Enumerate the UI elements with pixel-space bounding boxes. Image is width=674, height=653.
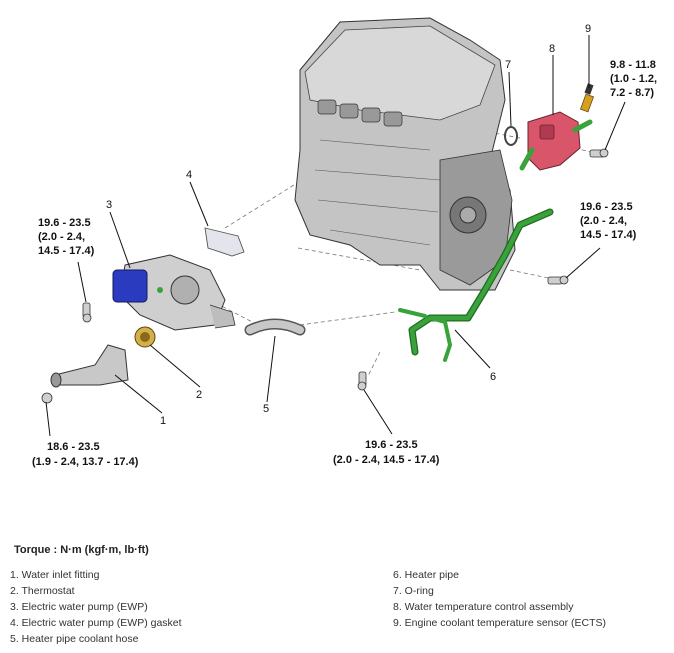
torque-spec-heater-pipe-right: 19.6 - 23.5 (2.0 - 2.4, 14.5 - 17.4) [580, 201, 637, 241]
bolt-water-inlet [41, 392, 53, 404]
legend-item: 7. O-ring [393, 585, 434, 597]
pump-gasket [204, 227, 245, 257]
callout-8: 8 [549, 43, 555, 55]
thermostat [134, 326, 156, 348]
bolt-heater-pipe-right [547, 275, 569, 285]
torque-spec-water-pump: 19.6 - 23.5 (2.0 - 2.4, 14.5 - 17.4) [38, 217, 95, 257]
legend-item: 5. Heater pipe coolant hose [10, 633, 139, 645]
legend-item: 3. Electric water pump (EWP) [10, 601, 148, 613]
legend-item: 6. Heater pipe [393, 569, 459, 581]
electric-water-pump [112, 254, 236, 331]
callout-4: 4 [186, 169, 192, 181]
callout-9: 9 [585, 23, 591, 35]
heater-pipe [398, 208, 554, 362]
bolt-heater-pipe-bottom [357, 371, 367, 391]
svg-text:9.8 - 11.8: 9.8 - 11.8 [610, 59, 656, 71]
water-inlet-fitting [50, 344, 129, 388]
torque-spec-heater-pipe-bottom: 19.6 - 23.5 (2.0 - 2.4, 14.5 - 17.4) [333, 439, 440, 466]
legend-item: 4. Electric water pump (EWP) gasket [10, 617, 182, 629]
callout-6: 6 [490, 371, 496, 383]
bolt-water-pump [82, 302, 92, 323]
coolant-temperature-sensor [579, 83, 595, 113]
svg-text:(2.0 - 2.4,: (2.0 - 2.4, [580, 215, 627, 227]
svg-text:18.6 - 23.5: 18.6 - 23.5 [47, 441, 100, 453]
callout-2: 2 [196, 389, 202, 401]
svg-text:19.6 - 23.5: 19.6 - 23.5 [580, 201, 633, 213]
svg-text:(2.0 - 2.4, 14.5 - 17.4): (2.0 - 2.4, 14.5 - 17.4) [333, 454, 440, 466]
parts-legend-left: 1. Water inlet fitting 2. Thermostat 3. … [10, 567, 182, 647]
torque-spec-water-inlet: 18.6 - 23.5 (1.9 - 2.4, 13.7 - 17.4) [32, 441, 139, 468]
legend-item: 2. Thermostat [10, 585, 75, 597]
svg-text:14.5 - 17.4): 14.5 - 17.4) [580, 229, 637, 241]
svg-text:(1.0 - 1.2,: (1.0 - 1.2, [610, 73, 657, 85]
callout-1: 1 [160, 415, 166, 427]
svg-text:19.6 - 23.5: 19.6 - 23.5 [365, 439, 418, 451]
svg-text:7.2 - 8.7): 7.2 - 8.7) [610, 87, 654, 99]
parts-legend-right: 6. Heater pipe 7. O-ring 8. Water temper… [393, 567, 606, 631]
bolts [41, 148, 609, 404]
torque-spec-sensor: 9.8 - 11.8 (1.0 - 1.2, 7.2 - 8.7) [610, 59, 657, 99]
callout-7: 7 [505, 59, 511, 71]
bolt-control-assembly [589, 148, 609, 158]
callout-5: 5 [263, 403, 269, 415]
legend-item: 9. Engine coolant temperature sensor (EC… [393, 617, 607, 629]
engine-cooling-diagram: 9 8 7 4 3 2 1 5 6 9.8 - 11.8 (1.0 - 1.2,… [32, 17, 657, 468]
torque-units-title: Torque : N·m (kgf·m, lb·ft) [14, 544, 149, 556]
o-ring [504, 126, 518, 146]
engine-block [294, 17, 516, 291]
svg-text:19.6 - 23.5: 19.6 - 23.5 [38, 217, 91, 229]
svg-text:14.5 - 17.4): 14.5 - 17.4) [38, 245, 95, 257]
svg-text:(1.9 - 2.4, 13.7 - 17.4): (1.9 - 2.4, 13.7 - 17.4) [32, 456, 139, 468]
legend-item: 8. Water temperature control assembly [393, 601, 574, 613]
leader-lines [45, 35, 626, 437]
svg-text:(2.0 - 2.4,: (2.0 - 2.4, [38, 231, 85, 243]
callout-3: 3 [106, 199, 112, 211]
legend-item: 1. Water inlet fitting [10, 569, 100, 581]
water-temperature-control-assembly [519, 111, 593, 171]
